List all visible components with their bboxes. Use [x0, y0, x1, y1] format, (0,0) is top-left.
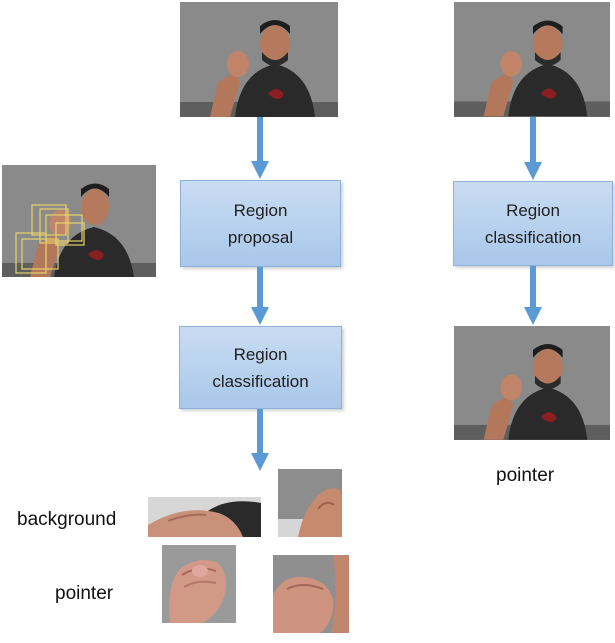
- region-proposal-label: Region proposal: [227, 200, 294, 247]
- hand-crop-icon: [278, 469, 342, 537]
- proposals-photo: [2, 165, 156, 277]
- arrow-down-icon: [251, 117, 269, 179]
- proposal-box-overlay-icon: [15, 204, 85, 274]
- input-photo-left: [180, 2, 338, 117]
- arrow-down-icon: [524, 117, 542, 180]
- person-photo-icon: [454, 2, 610, 117]
- region-classification-label-left: Region classification: [212, 344, 309, 391]
- background-crop-1: [148, 497, 261, 537]
- pointer-label-left: pointer: [55, 583, 114, 604]
- hand-crop-icon: [273, 555, 349, 633]
- pointer-crop-2: [273, 555, 349, 633]
- region-classification-box-left: Region classification: [179, 326, 342, 409]
- hand-crop-icon: [148, 497, 261, 537]
- hand-crop-icon: [162, 545, 236, 623]
- background-crop-2: [278, 469, 342, 537]
- output-photo-right: [454, 326, 610, 440]
- arrow-down-icon: [524, 266, 542, 325]
- region-proposal-box: Region proposal: [180, 180, 341, 267]
- region-classification-label-right: Region classification: [484, 200, 582, 247]
- person-photo-icon: [454, 326, 610, 440]
- arrow-down-icon: [251, 409, 269, 471]
- region-classification-box-right: Region classification: [453, 181, 613, 266]
- person-photo-icon: [2, 165, 156, 277]
- input-photo-right: [454, 2, 610, 117]
- pointer-crop-1: [162, 545, 236, 623]
- arrow-down-icon: [251, 267, 269, 325]
- person-photo-icon: [180, 2, 338, 117]
- background-label: background: [17, 509, 117, 530]
- pointer-label-right: pointer: [496, 465, 555, 486]
